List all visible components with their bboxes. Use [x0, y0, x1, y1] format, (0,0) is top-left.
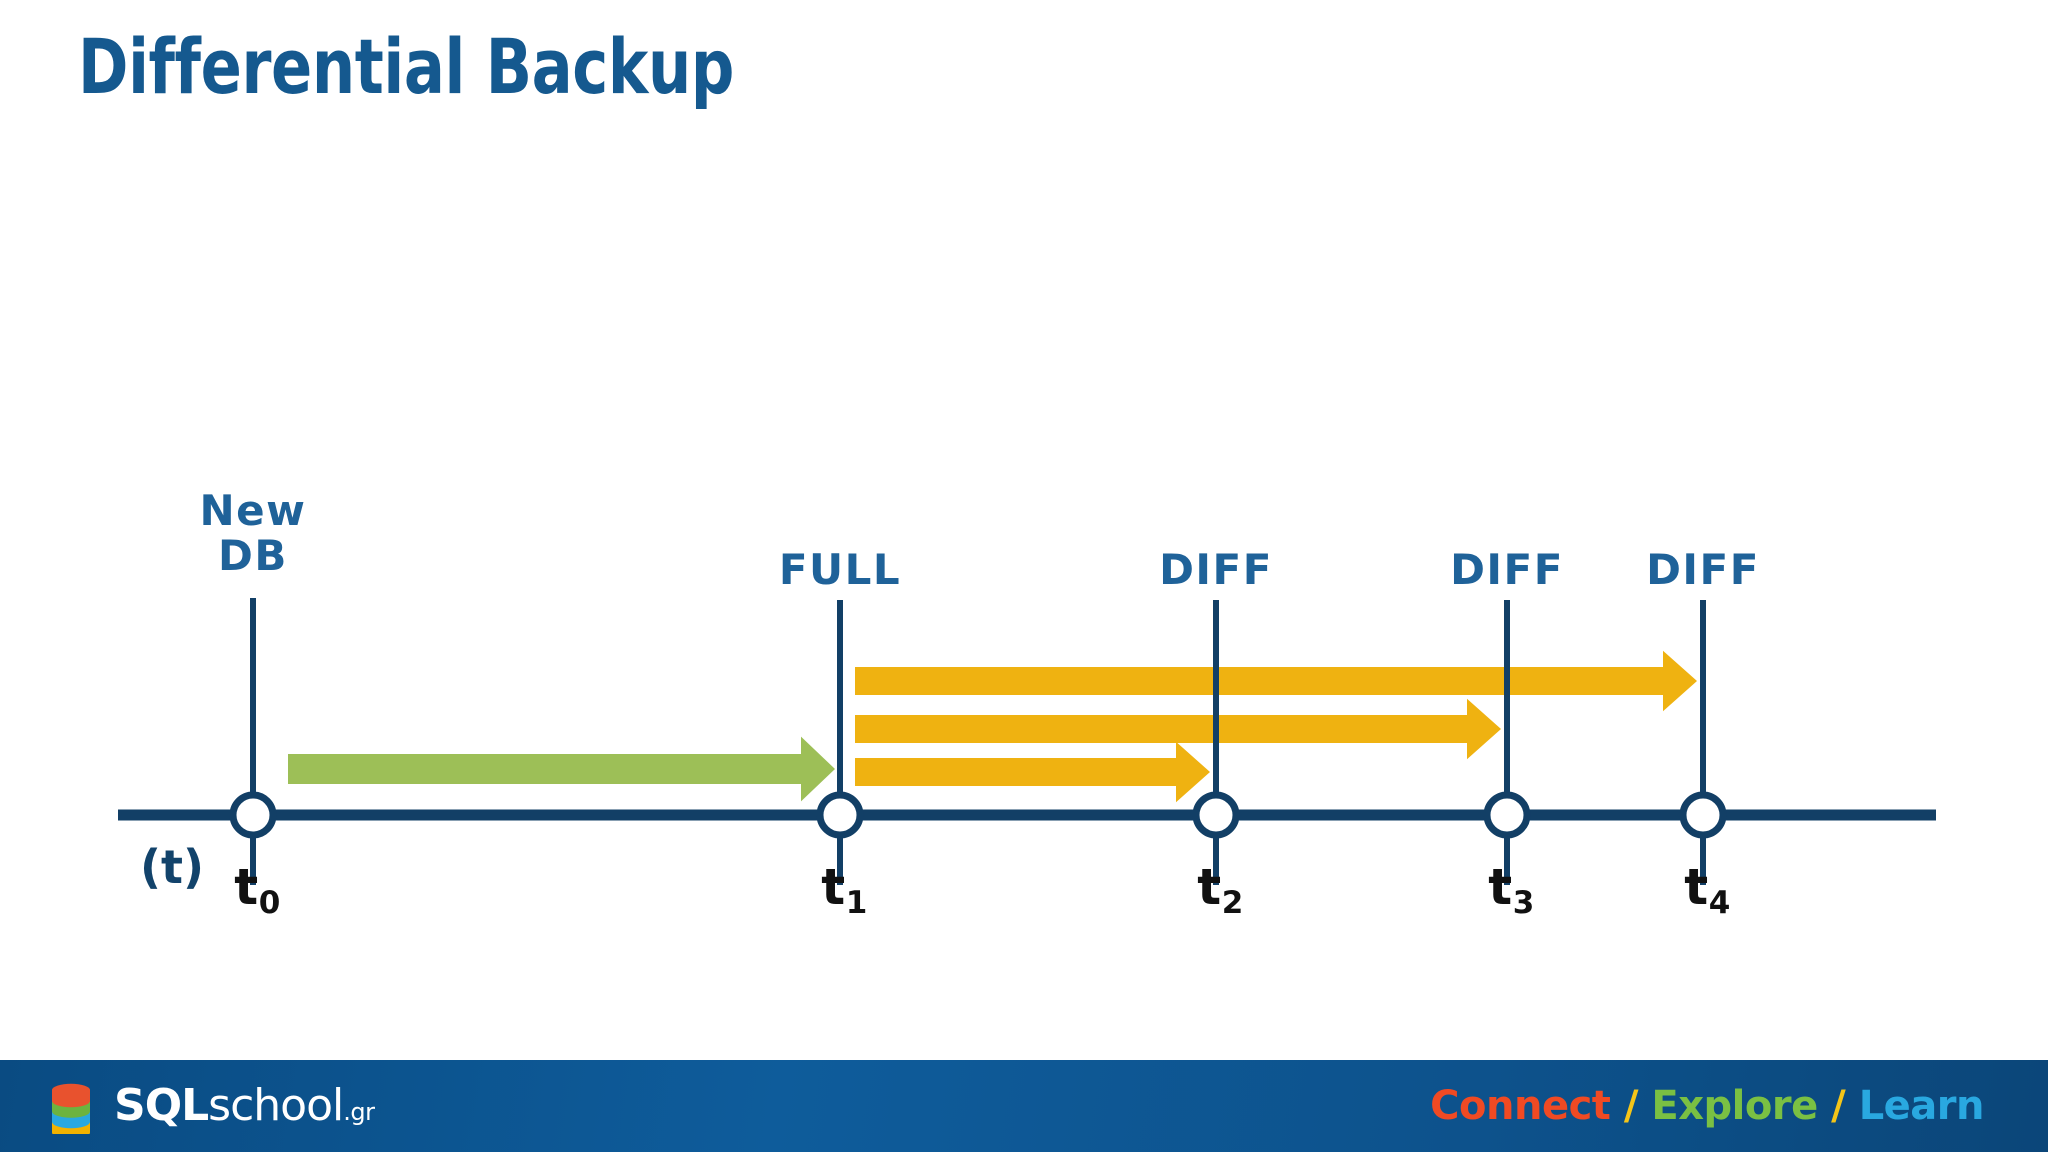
tagline-learn: Learn: [1858, 1083, 1985, 1129]
full-backup-arrow: [288, 736, 835, 802]
tick-label-t2: t2: [1197, 858, 1243, 921]
logo-school-text: school: [208, 1080, 344, 1131]
timeline-node-t0[interactable]: [229, 791, 277, 839]
arrow-group: [288, 650, 1697, 803]
tick-label-base: t: [234, 858, 259, 916]
tick-label-subscript: 2: [1221, 885, 1244, 922]
timeline-node-t3[interactable]: [1483, 791, 1531, 839]
tick-label-base: t: [1684, 858, 1709, 916]
tick-label-t3: t3: [1488, 858, 1534, 921]
axis-name-label: (t): [140, 840, 205, 894]
tick-label-subscript: 3: [1512, 885, 1535, 922]
node-group: [229, 791, 1727, 839]
timeline-node-t2[interactable]: [1192, 791, 1240, 839]
timeline-graphic: [118, 598, 1936, 885]
tick-label-t1: t1: [821, 858, 867, 921]
database-cylinder-icon: [52, 1083, 90, 1134]
tick-label-base: t: [1197, 858, 1222, 916]
tick-label-subscript: 4: [1708, 885, 1731, 922]
event-label-t3: DIFF: [1450, 545, 1564, 594]
tick-label-subscript: 0: [258, 885, 281, 922]
diff-arrow-t1-t4: [855, 650, 1697, 712]
tagline-separator-1: /: [1623, 1083, 1639, 1129]
event-label-line: FULL: [778, 545, 902, 594]
tagline-separator-2: /: [1831, 1083, 1846, 1129]
event-label-line: DIFF: [1646, 545, 1760, 594]
event-label-t4: DIFF: [1646, 545, 1760, 594]
logo-sql-text: SQL: [114, 1080, 209, 1131]
tick-label-t0: t0: [234, 858, 280, 921]
event-label-line: New: [199, 486, 307, 535]
diff-arrow-t1-t2: [855, 741, 1210, 803]
page-title: Differential Backup: [78, 22, 734, 111]
logo-gr-text: .gr: [343, 1098, 375, 1126]
diff-arrow-t1-t3: [855, 698, 1501, 760]
event-label-line: DIFF: [1159, 545, 1273, 594]
tick-label-base: t: [1488, 858, 1513, 916]
tick-label-base: t: [821, 858, 846, 916]
tick-label-t4: t4: [1684, 858, 1730, 921]
footer-tagline: Connect / Explore / Learn: [1430, 1083, 1984, 1129]
disc-top-cap: [52, 1083, 90, 1097]
tagline-explore: Explore: [1651, 1083, 1818, 1129]
timeline-node-t1[interactable]: [816, 791, 864, 839]
timeline-node-t4[interactable]: [1679, 791, 1727, 839]
event-label-line: DIFF: [1450, 545, 1564, 594]
event-label-t2: DIFF: [1159, 545, 1273, 594]
event-label-t1: FULL: [779, 545, 901, 594]
event-label-line: DB: [218, 531, 288, 581]
tagline-connect: Connect: [1430, 1083, 1611, 1129]
tick-label-subscript: 1: [845, 885, 868, 922]
